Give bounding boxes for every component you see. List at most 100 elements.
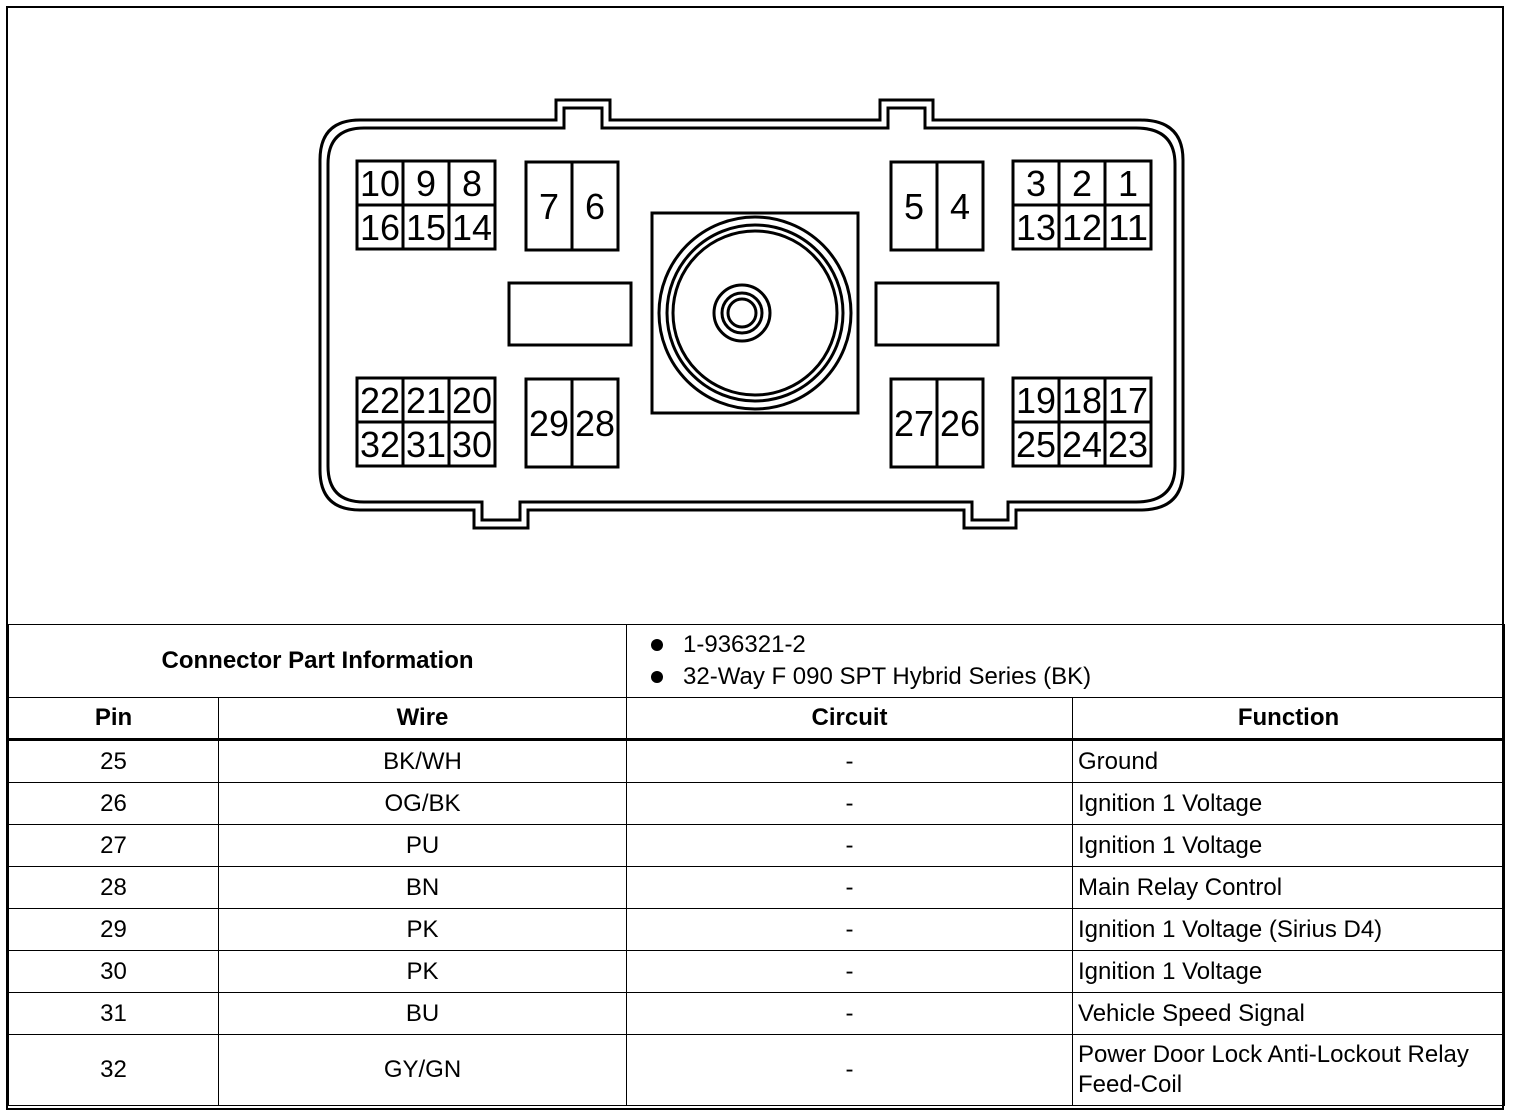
pin-label-24: 24	[1062, 424, 1102, 465]
center-ring-2	[665, 223, 845, 403]
part-info-row: Connector Part Information 1-936321-2 32…	[7, 624, 1506, 698]
table-row: 25 BK/WH - Ground	[8, 739, 1506, 783]
center-post-2	[720, 291, 764, 335]
function-cell: Ignition 1 Voltage	[1072, 824, 1506, 867]
wire-cell: BU	[217, 992, 628, 1035]
pin-label-23: 23	[1108, 424, 1148, 465]
function-cell: Main Relay Control	[1072, 866, 1506, 909]
pin-cavity-30	[447, 420, 497, 468]
part-info-item: 32-Way F 090 SPT Hybrid Series (BK)	[651, 661, 1504, 693]
pin-label-20: 20	[452, 380, 492, 421]
pin-label-30: 30	[452, 424, 492, 465]
part-description: 32-Way F 090 SPT Hybrid Series (BK)	[683, 663, 1092, 690]
pin-cell: 28	[8, 866, 219, 909]
pin-label-13: 13	[1016, 207, 1056, 248]
wire-cell: GY/GN	[217, 1034, 628, 1106]
pin-cavity-6	[570, 160, 620, 252]
circuit-cell: -	[626, 1034, 1074, 1106]
pin-label-8: 8	[462, 163, 482, 204]
pin-label-29: 29	[529, 403, 569, 444]
pin-label-16: 16	[360, 207, 400, 248]
pin-label-1: 1	[1118, 163, 1138, 204]
function-cell: Ignition 1 Voltage (Sirius D4)	[1072, 908, 1506, 951]
header-circuit: Circuit	[626, 697, 1074, 741]
circuit-cell: -	[626, 992, 1074, 1035]
pin-label-4: 4	[950, 186, 970, 227]
pin-label-14: 14	[452, 207, 492, 248]
table-row: 31 BU - Vehicle Speed Signal	[8, 992, 1506, 1035]
function-cell: Power Door Lock Anti-Lockout Relay Feed-…	[1072, 1034, 1506, 1106]
center-ring-1	[657, 215, 853, 411]
part-info-list: 1-936321-2 32-Way F 090 SPT Hybrid Serie…	[626, 624, 1506, 698]
pin-label-10: 10	[360, 163, 400, 204]
pin-label-19: 19	[1016, 380, 1056, 421]
connector-housing-inner	[326, 106, 1177, 522]
pin-label-28: 28	[575, 403, 615, 444]
center-post-3	[726, 297, 758, 329]
part-info-item: 1-936321-2	[651, 629, 1504, 661]
pin-label-18: 18	[1062, 380, 1102, 421]
pin-label-17: 17	[1108, 380, 1148, 421]
pin-cavity-26	[935, 377, 985, 469]
pin-label-3: 3	[1026, 163, 1046, 204]
pin-label-21: 21	[406, 380, 446, 421]
pin-label-31: 31	[406, 424, 446, 465]
pin-cavity-23	[1103, 420, 1153, 468]
pin-cell: 29	[8, 908, 219, 951]
header-wire: Wire	[217, 697, 628, 741]
wire-cell: BN	[217, 866, 628, 909]
circuit-cell: -	[626, 866, 1074, 909]
pin-cavity-28	[570, 377, 620, 469]
pin-cell: 30	[8, 950, 219, 993]
pin-label-9: 9	[416, 163, 436, 204]
cavity-blank-left	[507, 281, 633, 347]
wire-cell: BK/WH	[217, 739, 628, 783]
pin-label-7: 7	[539, 186, 559, 227]
wire-cell: PK	[217, 950, 628, 993]
pin-cell: 31	[8, 992, 219, 1035]
pin-label-6: 6	[585, 186, 605, 227]
pin-cavity-14	[447, 203, 497, 251]
bullet-icon	[651, 639, 664, 651]
pin-label-12: 12	[1062, 207, 1102, 248]
pin-label-2: 2	[1072, 163, 1092, 204]
header-function: Function	[1072, 697, 1506, 741]
pin-cell: 25	[8, 739, 219, 783]
bullet-icon	[651, 671, 664, 683]
header-pin: Pin	[8, 697, 219, 741]
function-cell: Ignition 1 Voltage	[1072, 782, 1506, 825]
circuit-cell: -	[626, 950, 1074, 993]
table-row: 27 PU - Ignition 1 Voltage	[8, 824, 1506, 867]
circuit-cell: -	[626, 739, 1074, 783]
table-row: 26 OG/BK - Ignition 1 Voltage	[8, 782, 1506, 825]
wire-cell: OG/BK	[217, 782, 628, 825]
center-ring-3	[671, 229, 839, 397]
pin-label-11: 11	[1108, 207, 1148, 248]
cavity-blank-right	[874, 281, 1000, 347]
pin-cell: 32	[8, 1034, 219, 1106]
connector-housing-outer	[318, 98, 1185, 530]
circuit-cell: -	[626, 782, 1074, 825]
table-row: 32 GY/GN - Power Door Lock Anti-Lockout …	[8, 1034, 1506, 1106]
part-info-label: Connector Part Information	[7, 624, 628, 698]
pin-label-15: 15	[406, 207, 446, 248]
page-frame	[6, 6, 1504, 1110]
function-cell: Ground	[1072, 739, 1506, 783]
pin-label-26: 26	[940, 403, 980, 444]
function-cell: Ignition 1 Voltage	[1072, 950, 1506, 993]
pin-label-22: 22	[360, 380, 400, 421]
table-row: 30 PK - Ignition 1 Voltage	[8, 950, 1506, 993]
part-number: 1-936321-2	[683, 631, 806, 658]
pin-label-27: 27	[894, 403, 934, 444]
pin-cell: 27	[8, 824, 219, 867]
